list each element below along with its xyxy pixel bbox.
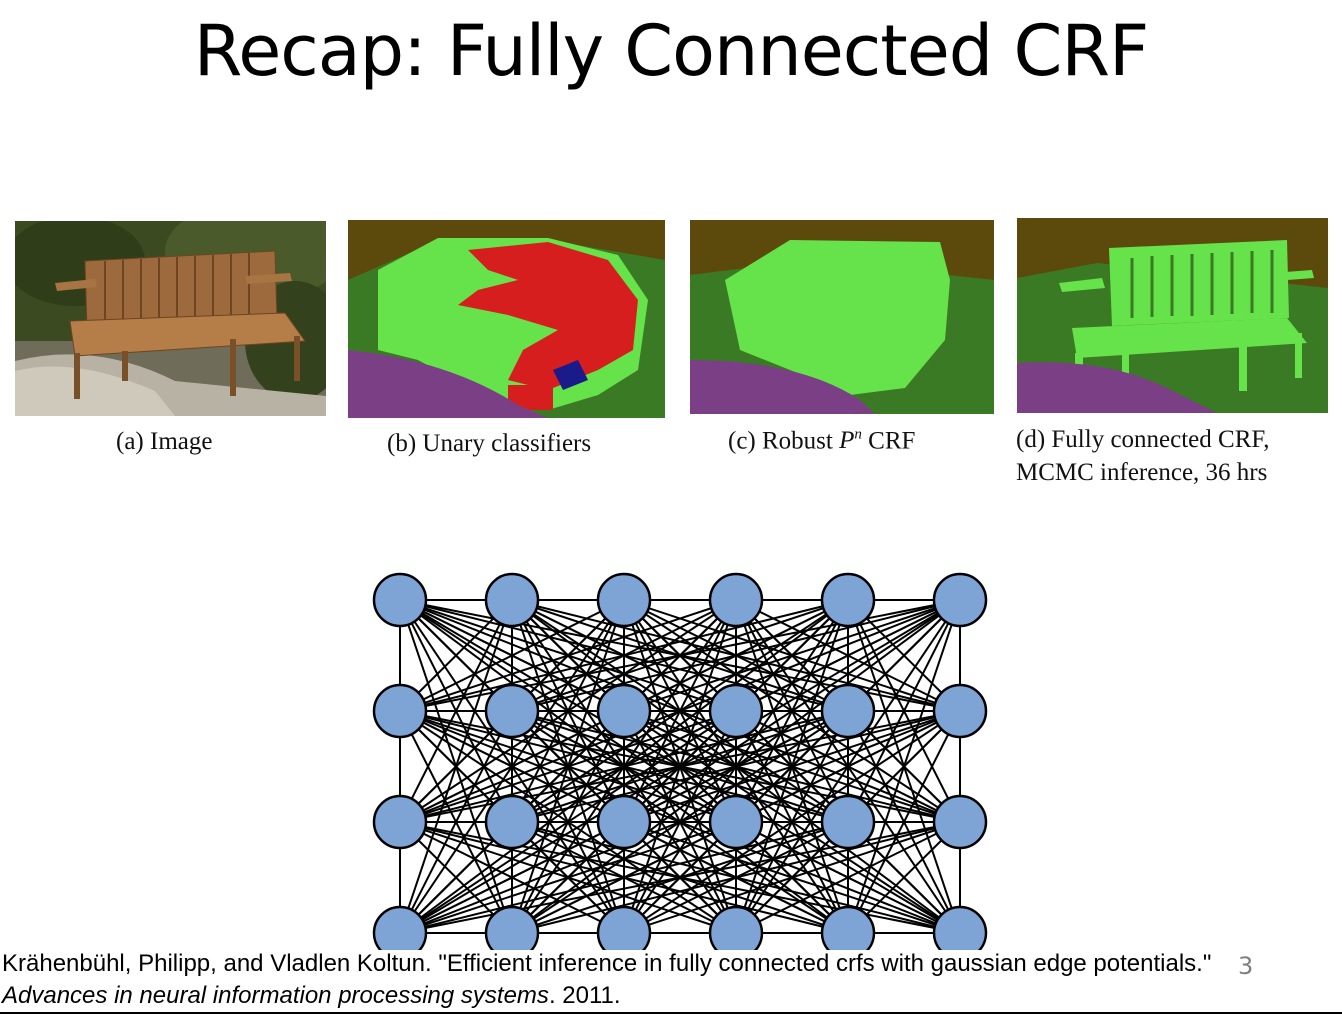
fully-connected-graph: [360, 560, 1000, 961]
graph-node: [932, 572, 988, 628]
caption-c-p: P: [839, 427, 855, 455]
bottom-rule: [0, 1012, 1342, 1014]
graph-node: [932, 794, 988, 850]
graph-node: [708, 905, 764, 961]
graph-node: [484, 794, 540, 850]
caption-c-suffix: CRF: [861, 427, 916, 455]
citation-venue: Advances in neural information processin…: [2, 982, 549, 1009]
graph-node: [484, 572, 540, 628]
graph-node: [596, 905, 652, 961]
caption-c-pn: Pn: [839, 427, 862, 454]
graph-node: [932, 905, 988, 961]
graph-edge: [399, 821, 737, 934]
graph-edge: [399, 599, 849, 712]
caption-d-line2: MCMC inference, 36 hrs: [1016, 459, 1268, 486]
graph-node: [820, 905, 876, 961]
graph-edge: [399, 821, 849, 934]
graph-edge: [623, 599, 961, 712]
unary-classifier-map: [348, 220, 665, 418]
graph-edge: [399, 710, 737, 823]
graph-node: [708, 683, 764, 739]
graph-node: [372, 683, 428, 739]
graph-edges: [399, 599, 961, 934]
graph-node: [932, 683, 988, 739]
graph-node: [820, 572, 876, 628]
graph-node: [596, 572, 652, 628]
graph-edge: [511, 821, 961, 934]
graph-node: [484, 905, 540, 961]
graph-edge: [399, 710, 625, 823]
caption-c-prefix: (c) Robust: [728, 427, 840, 455]
citation-authors: Krähenbühl, Philipp, and Vladlen Koltun.…: [2, 950, 1212, 977]
graph-edge: [399, 710, 849, 823]
graph-node: [372, 905, 428, 961]
bench-photo: [15, 221, 326, 416]
caption-d: (d) Fully connected CRF, MCMC inference,…: [1016, 423, 1270, 489]
fully-connected-crf-map: [1017, 218, 1328, 413]
graph-edge: [623, 821, 961, 934]
caption-b: (b) Unary classifiers: [387, 430, 592, 457]
graph-edge: [399, 599, 625, 712]
slide-title: Recap: Fully Connected CRF: [193, 10, 1150, 92]
caption-c-n: n: [854, 427, 862, 443]
caption-c: (c) Robust Pn CRF: [728, 427, 915, 455]
graph-node: [596, 794, 652, 850]
graph-edge: [735, 821, 961, 934]
graph-node: [484, 683, 540, 739]
graph-edge: [623, 710, 961, 823]
graph-node: [372, 572, 428, 628]
graph-edge: [511, 599, 961, 712]
graph-node: [708, 794, 764, 850]
caption-d-line1: (d) Fully connected CRF,: [1016, 426, 1270, 453]
graph-node: [596, 683, 652, 739]
citation-year: . 2011.: [548, 982, 621, 1009]
graph-node: [372, 794, 428, 850]
graph-node: [708, 572, 764, 628]
graph-node: [820, 683, 876, 739]
graph-node: [820, 794, 876, 850]
page-number: 3: [1238, 952, 1254, 980]
citation: Krähenbühl, Philipp, and Vladlen Koltun.…: [2, 948, 1227, 1012]
caption-a: (a) Image: [116, 428, 213, 455]
graph-edge: [399, 821, 625, 934]
graph-svg: [372, 572, 988, 961]
graph-edge: [511, 710, 961, 823]
graph-edge: [399, 599, 737, 712]
robust-pn-crf-map: [690, 220, 994, 414]
